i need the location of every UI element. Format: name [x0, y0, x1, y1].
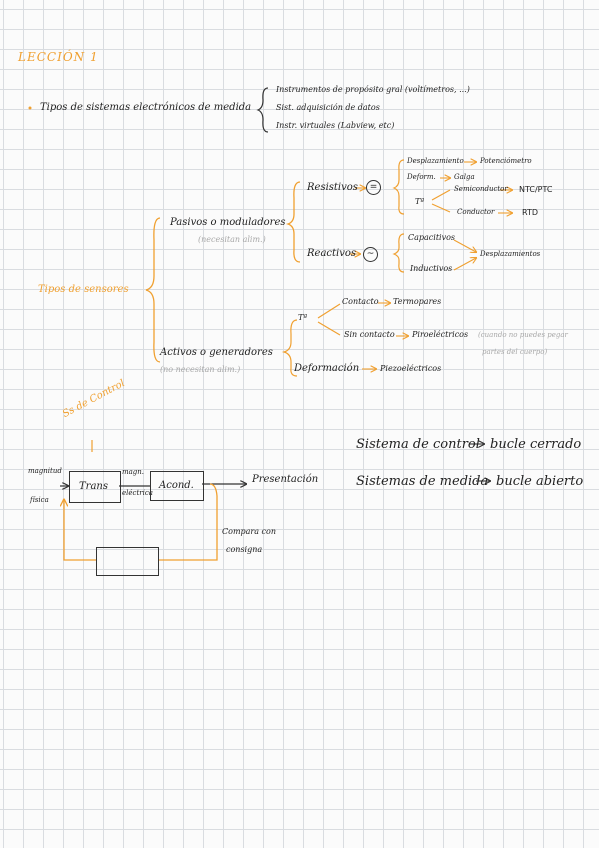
- sensor-root-label: Tipos de sensores: [38, 284, 129, 295]
- deformacion-label: Deformación: [294, 363, 360, 374]
- pasivos-brace: [285, 181, 301, 263]
- systems-item-general: Instrumentos de propósito gral (voltímet…: [276, 85, 470, 94]
- reactivos-brace: [392, 233, 405, 273]
- relation-medida-label: Sistemas de medida: [356, 474, 489, 489]
- desplazamientos-label: Desplazamientos: [480, 250, 541, 258]
- bullet-dot: [28, 106, 32, 110]
- piro-note-line-1: (cuando no puedes pegar: [478, 331, 568, 339]
- resistivos-temp-label: Tª: [415, 197, 425, 206]
- termopares-label: Termopares: [393, 297, 442, 306]
- relation-control-label: Sistema de control: [356, 437, 480, 452]
- acond-label: Acond.: [159, 480, 194, 491]
- systems-label: Tipos de sistemas electrónicos de medida: [40, 102, 252, 113]
- inductivos-label: Inductivos: [410, 264, 453, 273]
- conductor-label: Conductor: [457, 208, 495, 216]
- lesson-title: LECCIÓN 1: [18, 50, 99, 64]
- desplazamiento-label: Desplazamiento: [407, 157, 464, 165]
- trans-block: [69, 471, 121, 503]
- pasivos-label: Pasivos o moduladores: [170, 217, 286, 228]
- resistivos-symbol: =: [366, 180, 381, 195]
- electrica-label: eléctrica: [122, 489, 153, 497]
- piro-note-line-2: partes del cuerpo): [482, 348, 548, 356]
- resistivos-brace: [392, 159, 405, 215]
- sensor-main-brace: [145, 217, 161, 363]
- potenciometro-label: Potenciómetro: [480, 157, 532, 165]
- ntc-label: NTC/PTC: [519, 185, 553, 194]
- reactivos-label: Reactivos: [307, 248, 357, 259]
- rtd-label: RTD: [522, 208, 539, 217]
- magnitud-label: magnitud: [28, 467, 62, 475]
- arrow-capacitivos: [453, 239, 476, 252]
- acond-block: [150, 471, 204, 501]
- capacitivos-label: Capacitivos: [408, 233, 456, 242]
- pasivos-note: (necesitan alim.): [198, 235, 266, 244]
- arrow-inductivos: [453, 258, 476, 271]
- systems-brace: [256, 87, 269, 133]
- piroelectricos-label: Piroeléctricos: [412, 330, 469, 339]
- sin-contacto-label: Sin contacto: [344, 330, 395, 339]
- activos-label: Activos o generadores: [160, 347, 273, 358]
- semiconductor-label: Semiconductor: [454, 185, 508, 193]
- trans-label: Trans: [79, 481, 108, 492]
- fisica-label: física: [30, 496, 49, 504]
- comparator-block: [96, 547, 159, 576]
- resistivos-label: Resistivos: [307, 182, 358, 193]
- ss-control-label: Ss de Control: [60, 377, 127, 420]
- activos-temp-label: Tª: [298, 313, 308, 322]
- galga-label: Galga: [454, 173, 475, 181]
- compara-line-2: consigna: [226, 545, 263, 554]
- activos-note: (no necesitan alim.): [160, 365, 241, 374]
- relation-control-result: bucle cerrado: [490, 437, 582, 452]
- systems-item-adquisicion: Sist. adquisición de datos: [276, 103, 380, 112]
- systems-item-virtuales: Instr. virtuales (Labview, etc): [276, 121, 395, 130]
- compara-line-1: Compara con: [222, 527, 276, 536]
- resistivos-temp-split: [431, 189, 451, 213]
- reactivos-symbol: ~: [363, 247, 378, 262]
- feedback-loop-left: [64, 500, 96, 561]
- contacto-label: Contacto: [342, 297, 379, 306]
- magn-label: magn.: [122, 468, 145, 476]
- relation-medida-result: bucle abierto: [496, 474, 584, 489]
- piezoelectricos-label: Piezoeléctricos: [380, 364, 442, 373]
- deform-label: Deform.: [407, 173, 436, 181]
- activos-temp-split: [317, 303, 341, 336]
- presentacion-label: Presentación: [252, 474, 319, 485]
